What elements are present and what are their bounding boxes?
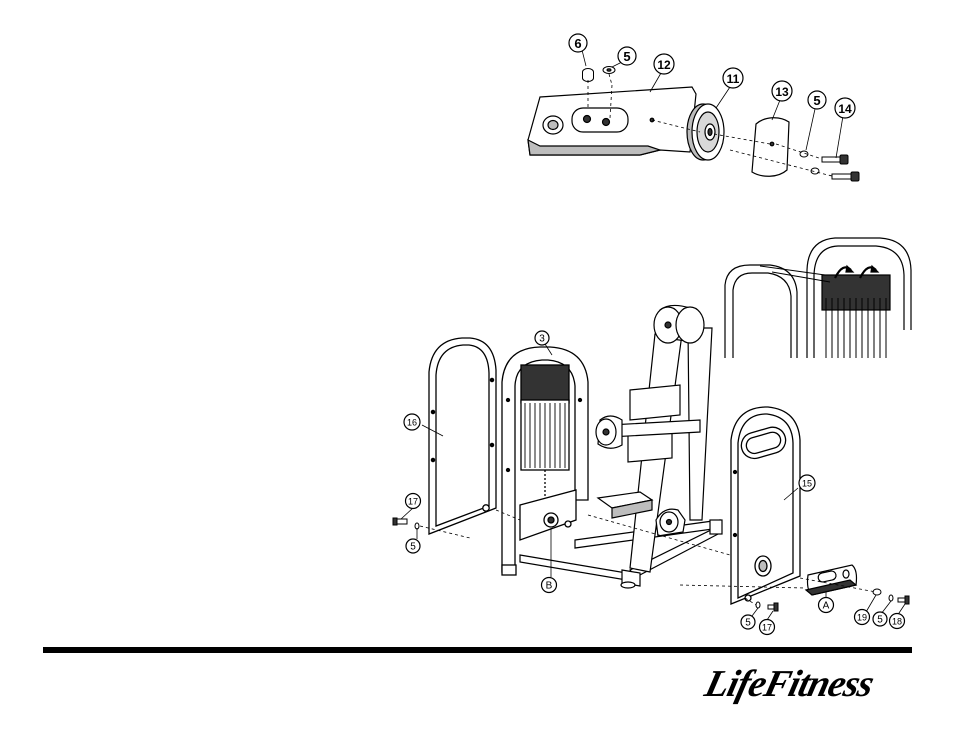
callout-16: 16 (404, 414, 420, 430)
pulley-11 (687, 104, 724, 160)
svg-text:6: 6 (574, 36, 581, 51)
callout-A: A (819, 598, 834, 613)
svg-text:5: 5 (813, 93, 820, 108)
callout-14: 14 (835, 98, 855, 118)
callout-17-bottom: 17 (760, 620, 775, 635)
svg-text:15: 15 (802, 479, 812, 489)
washers-5-right (800, 151, 819, 174)
svg-text:13: 13 (775, 85, 789, 99)
callout-5-right: 5 (808, 91, 826, 109)
svg-text:17: 17 (762, 623, 772, 633)
callout-5-far-right: 5 (873, 612, 887, 626)
callout-5-bottom: 5 (741, 615, 755, 629)
callout-5-top: 5 (618, 47, 636, 65)
hardware-right (873, 589, 909, 604)
callout-5-left: 5 (406, 539, 420, 553)
svg-text:5: 5 (410, 542, 416, 553)
svg-text:19: 19 (857, 613, 867, 623)
svg-text:12: 12 (657, 58, 671, 72)
svg-text:17: 17 (408, 497, 418, 507)
washer-5-top (603, 67, 615, 74)
callout-18: 18 (890, 614, 905, 629)
brand-logo: LifeFitness (701, 662, 878, 706)
callout-12: 12 (654, 54, 674, 74)
hardware-left (393, 518, 419, 529)
svg-text:14: 14 (838, 102, 852, 116)
svg-text:5: 5 (745, 618, 751, 629)
svg-text:B: B (546, 581, 553, 592)
callout-17-left: 17 (406, 494, 421, 509)
svg-text:3: 3 (539, 334, 545, 345)
callout-6: 6 (569, 34, 587, 52)
bolts-14 (822, 155, 859, 181)
hardware-bottom (756, 602, 778, 611)
side-cover-16 (429, 338, 496, 534)
callout-13: 13 (772, 81, 792, 101)
pulley-bracket-12 (528, 87, 696, 155)
svg-text:18: 18 (892, 617, 902, 627)
detail-inset (725, 238, 911, 358)
svg-text:5: 5 (877, 615, 883, 626)
svg-text:16: 16 (407, 418, 417, 428)
side-cover-15 (731, 407, 800, 604)
svg-text:A: A (823, 601, 830, 612)
svg-text:11: 11 (727, 72, 740, 86)
cover-plate-13 (752, 118, 789, 177)
footer-rule (43, 647, 912, 653)
svg-text:5: 5 (623, 49, 630, 64)
callout-3: 3 (535, 331, 549, 345)
callout-19: 19 (855, 610, 870, 625)
callout-15: 15 (799, 475, 815, 491)
nut-6 (583, 69, 594, 82)
callout-B: B (542, 578, 557, 593)
bracket-A (806, 565, 857, 595)
callout-11: 11 (723, 68, 743, 88)
